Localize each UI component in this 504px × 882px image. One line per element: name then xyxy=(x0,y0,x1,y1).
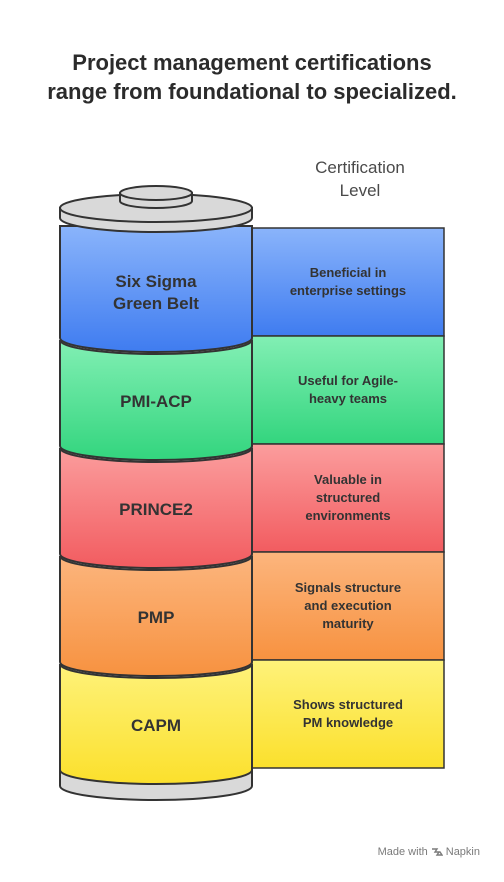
segment-six-sigma xyxy=(59,225,253,353)
level-label-line-1: Certification xyxy=(315,158,405,177)
desc-line: Beneficial in xyxy=(309,265,387,280)
desc-line: Shows structured xyxy=(293,697,403,712)
desc-pmp: Signals structure and execution maturity xyxy=(252,579,444,633)
level-label-line-2: Level xyxy=(339,181,381,200)
desc-line: structured xyxy=(315,490,381,505)
desc-line: environments xyxy=(305,508,391,523)
segment-label-capm: CAPM xyxy=(130,716,182,735)
attribution-brand: Napkin xyxy=(445,846,480,858)
desc-box-capm xyxy=(251,659,445,769)
segment-prince2 xyxy=(59,447,253,569)
desc-line: enterprise settings xyxy=(289,283,407,298)
desc-pmi-acp: Useful for Agile- heavy teams xyxy=(252,372,444,408)
desc-box-pmp xyxy=(251,551,445,661)
desc-line: and execution xyxy=(304,598,392,613)
desc-line: Useful for Agile- xyxy=(298,373,398,388)
segment-pmi-acp xyxy=(59,339,253,461)
segment-label-pmi-acp: PMI-ACP xyxy=(120,392,192,411)
segment-label-line: Six Sigma xyxy=(115,272,197,291)
cylinder-knob-top xyxy=(119,185,193,201)
desc-line: PM knowledge xyxy=(302,715,394,730)
desc-line: heavy teams xyxy=(308,391,388,406)
desc-box-six-sigma xyxy=(251,227,445,337)
desc-prince2: Valuable in structured environments xyxy=(252,471,444,525)
segment-label-line: Green Belt xyxy=(113,294,199,313)
segment-label-six-sigma: Six Sigma Green Belt xyxy=(60,271,252,315)
segment-pmp xyxy=(59,555,253,677)
desc-line: Signals structure xyxy=(294,580,402,595)
attribution-prefix: Made with xyxy=(377,846,428,858)
desc-box-prince2 xyxy=(251,443,445,553)
title-line-1: Project management certifications xyxy=(72,50,432,75)
segment-capm xyxy=(59,663,253,785)
desc-line: Valuable in xyxy=(314,472,382,487)
desc-six-sigma: Beneficial in enterprise settings xyxy=(252,264,444,300)
diagram-title: Project management certifications range … xyxy=(0,48,504,106)
napkin-attribution[interactable]: Made with Napkin xyxy=(378,846,480,858)
segment-label-pmp: PMP xyxy=(137,608,175,627)
segment-label-prince2: PRINCE2 xyxy=(119,500,193,519)
desc-capm: Shows structured PM knowledge xyxy=(252,696,444,732)
napkin-logo-icon xyxy=(431,848,443,856)
title-line-2: range from foundational to specialized. xyxy=(47,79,457,104)
desc-box-pmi-acp xyxy=(251,335,445,445)
desc-line: maturity xyxy=(322,616,374,631)
certification-level-label: Certification Level xyxy=(290,156,430,202)
